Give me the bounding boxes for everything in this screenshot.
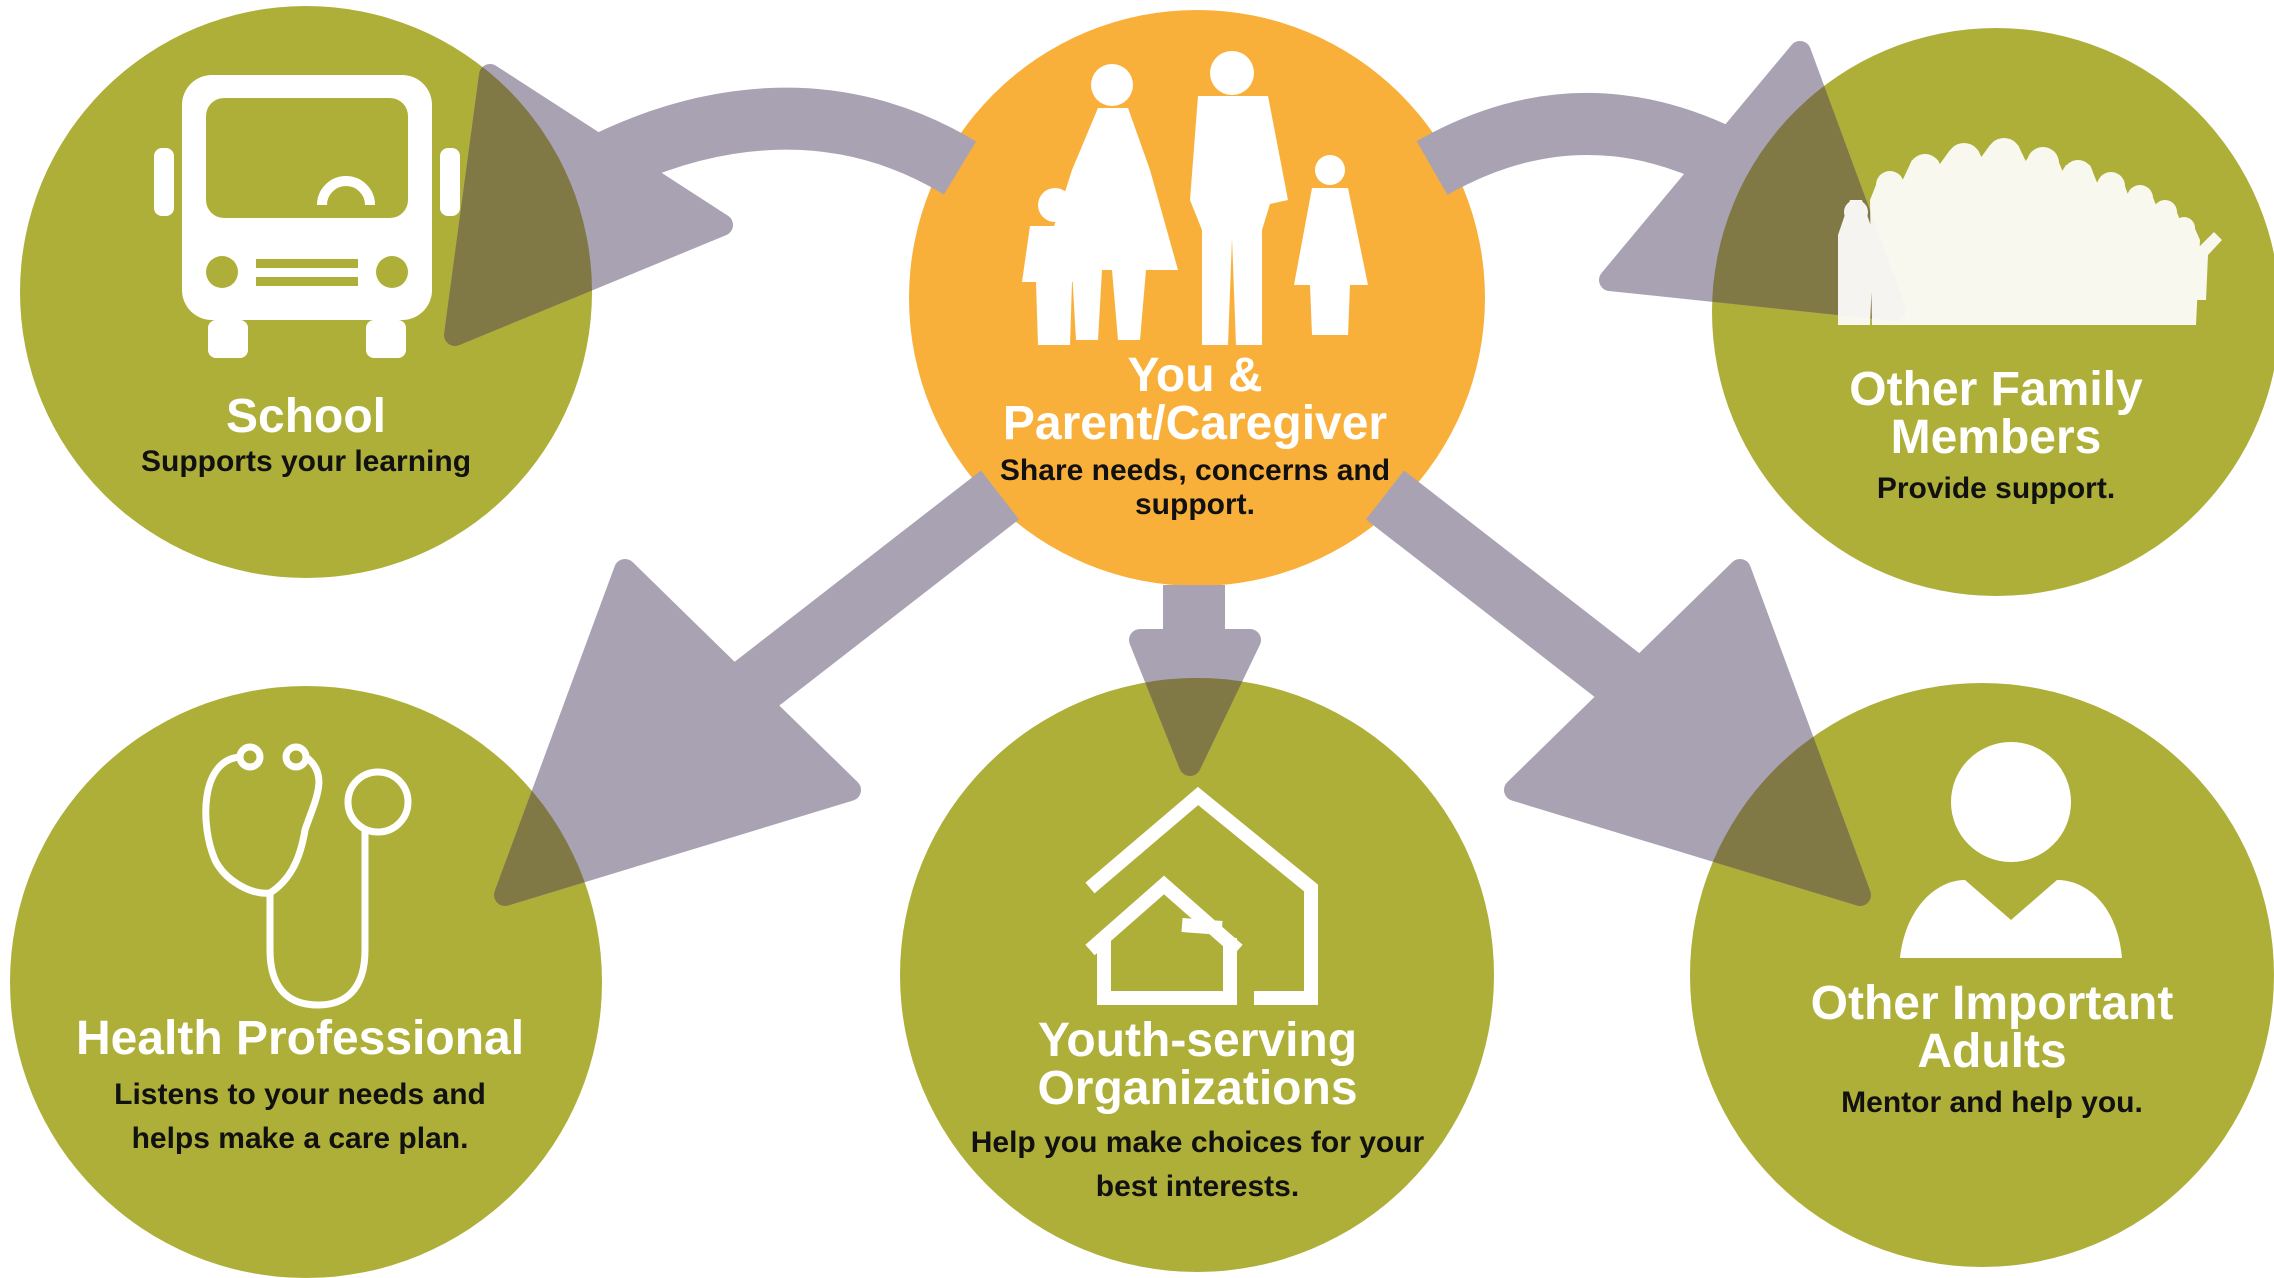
- school-label: School Supports your learning: [106, 393, 506, 479]
- house-icon: [1085, 786, 1318, 1005]
- center-title: You & Parent/Caregiver: [1002, 349, 1388, 450]
- center-label: You & Parent/Caregiver Share needs, conc…: [960, 352, 1430, 522]
- arrow-to-health: [494, 470, 1020, 906]
- center-circle: [909, 10, 1485, 586]
- family-title: Other Family Members: [1849, 363, 2143, 464]
- school-description: Supports your learning: [140, 445, 472, 478]
- family-label: Other Family Members Provide support.: [1806, 366, 2186, 506]
- crowd-icon: [1838, 138, 2222, 325]
- adults-label: Other Important Adults Mentor and help y…: [1792, 980, 2192, 1120]
- school-title: School: [225, 390, 386, 443]
- youth-title: Youth-serving Organizations: [1037, 1014, 1358, 1115]
- youth-description: Help you make choices for your best inte…: [970, 1126, 1425, 1203]
- school-bus-icon: [154, 75, 460, 358]
- health-label: Health Professional Listens to your need…: [60, 1015, 540, 1161]
- family-icon: [1022, 51, 1368, 345]
- arrow-to-school: [444, 64, 977, 346]
- health-description: Listens to your needs and helps make a c…: [114, 1078, 486, 1155]
- arrow-to-adults: [1365, 470, 1871, 906]
- adults-description: Mentor and help you.: [1841, 1086, 2143, 1119]
- person-icon: [1900, 742, 2122, 958]
- youth-circle: [900, 678, 1494, 1272]
- family-description: Provide support.: [1876, 472, 2116, 505]
- arrow-to-family: [1416, 41, 1906, 321]
- youth-label: Youth-serving Organizations Help you mak…: [950, 1017, 1445, 1209]
- stethoscope-icon: [202, 743, 412, 1009]
- center-description: Share needs, concerns and support.: [999, 454, 1391, 521]
- arrow-to-youth: [1129, 585, 1261, 776]
- health-circle: [10, 686, 602, 1278]
- health-title: Health Professional: [75, 1012, 525, 1065]
- adults-title: Other Important Adults: [1810, 977, 2174, 1078]
